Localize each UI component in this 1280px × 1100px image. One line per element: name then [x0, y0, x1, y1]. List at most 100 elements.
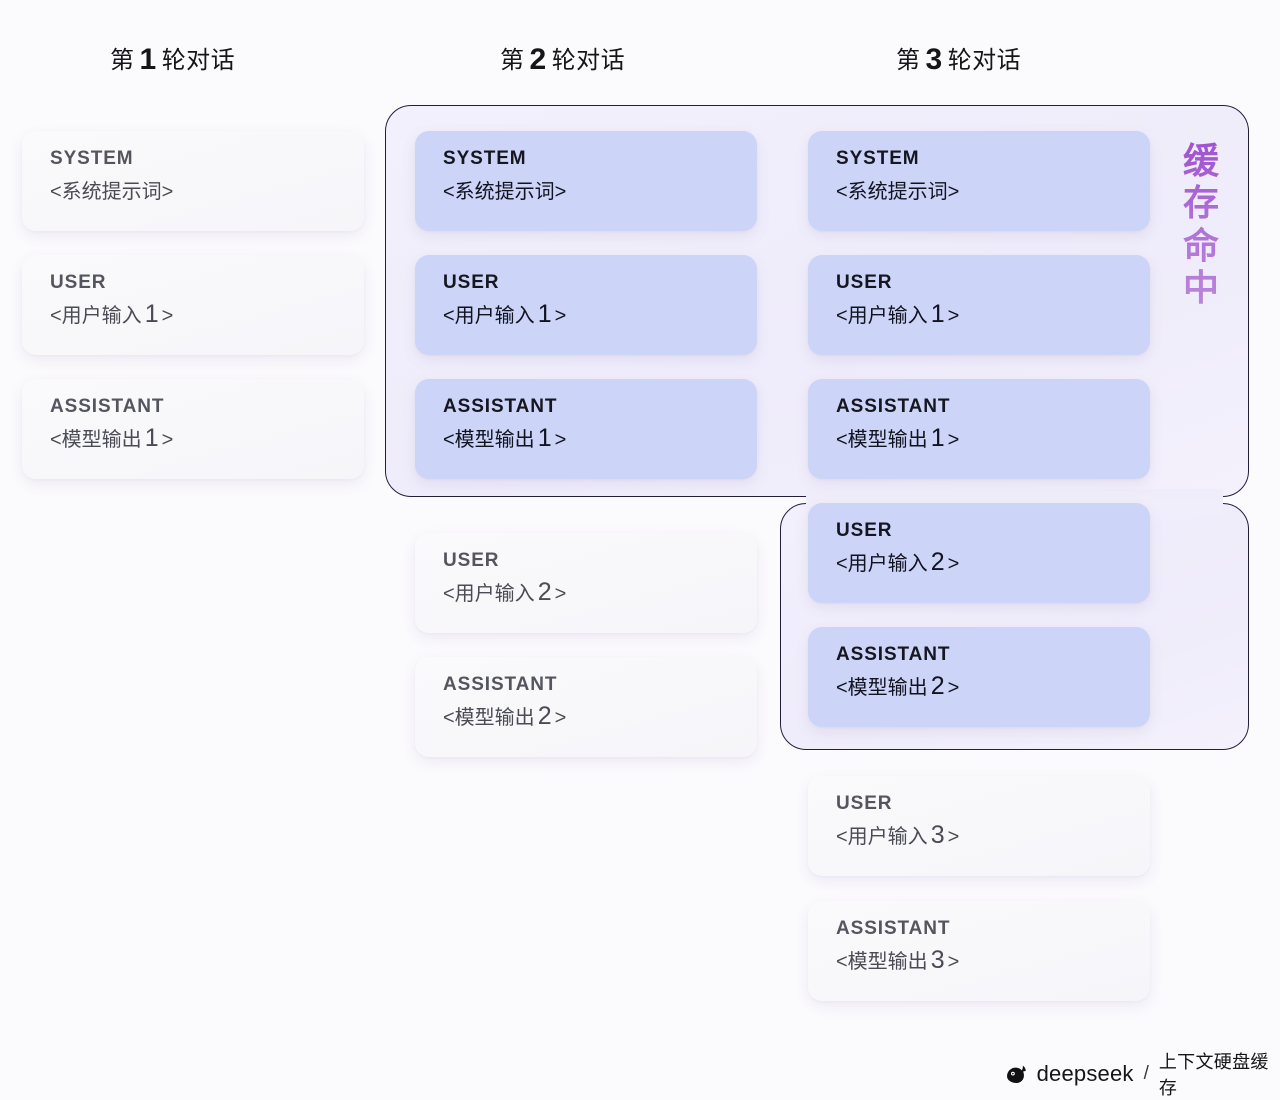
brand-name: deepseek — [1036, 1061, 1134, 1086]
message-role: ASSISTANT — [836, 918, 951, 939]
message-content: <系统提示词> — [443, 174, 757, 208]
footer-brand: deepseek / 上下文硬盘缓存 — [1004, 1048, 1280, 1100]
round-header-3-number: 3 — [925, 43, 943, 76]
message-card-system: SYSTEM <系统提示词> — [22, 131, 364, 231]
brand-separator: / — [1143, 1063, 1149, 1084]
message-role: USER — [836, 793, 893, 814]
message-content-suffix: > — [554, 706, 567, 729]
message-content-suffix: > — [554, 428, 567, 451]
message-content: <系统提示词> — [836, 174, 1150, 208]
message-content: <系统提示词> — [50, 174, 364, 208]
message-content-suffix: > — [161, 304, 174, 327]
round-header-2-suffix: 轮对话 — [551, 47, 626, 74]
brand-tagline: 上下文硬盘缓存 — [1158, 1052, 1269, 1098]
message-content-prefix: <用户输入 — [836, 304, 928, 327]
round-header-2-prefix: 第 — [500, 47, 525, 74]
round-header-3-prefix: 第 — [896, 47, 921, 74]
message-content-number: 1 — [144, 299, 159, 328]
message-content-number: 2 — [537, 701, 552, 730]
message-content-suffix: > — [947, 950, 960, 973]
message-content-number: 3 — [930, 945, 945, 974]
message-content-prefix: <模型输出 — [50, 428, 142, 451]
message-content-prefix: <系统提示词> — [50, 180, 174, 203]
message-content-suffix: > — [947, 552, 960, 575]
whale-icon — [1007, 1065, 1026, 1083]
message-role: ASSISTANT — [836, 396, 951, 417]
message-content-prefix: <模型输出 — [836, 676, 928, 699]
message-content-number: 2 — [930, 671, 945, 700]
message-content-number: 1 — [537, 299, 552, 328]
message-role: SYSTEM — [50, 148, 134, 169]
round-header-1-number: 1 — [139, 43, 157, 76]
message-role: USER — [443, 272, 500, 293]
message-content-suffix: > — [947, 304, 960, 327]
message-content-prefix: <模型输出 — [443, 706, 535, 729]
round-header-3-suffix: 轮对话 — [947, 47, 1022, 74]
message-content-number: 1 — [144, 423, 159, 452]
message-content-suffix: > — [947, 428, 960, 451]
message-content-number — [959, 176, 965, 204]
message-content-suffix: > — [161, 428, 174, 451]
message-content-suffix: > — [554, 582, 567, 605]
message-role: USER — [836, 272, 893, 293]
message-content-number — [566, 176, 572, 204]
message-content-suffix: > — [947, 825, 960, 848]
message-content-prefix: <系统提示词> — [443, 180, 567, 203]
message-content-prefix: <模型输出 — [836, 950, 928, 973]
message-content-number — [173, 176, 179, 204]
message-content-prefix: <模型输出 — [836, 428, 928, 451]
message-role: ASSISTANT — [50, 396, 165, 417]
message-content-number: 2 — [537, 577, 552, 606]
message-content-number: 1 — [537, 423, 552, 452]
round-header-2-number: 2 — [529, 43, 547, 76]
message-content-number: 1 — [930, 423, 945, 452]
message-card-system: SYSTEM <系统提示词> — [415, 131, 757, 231]
message-role: ASSISTANT — [443, 674, 558, 695]
message-content-suffix: > — [554, 304, 567, 327]
message-role: SYSTEM — [836, 148, 920, 169]
message-role: USER — [443, 550, 500, 571]
round-header-1-suffix: 轮对话 — [161, 47, 236, 74]
message-content-prefix: <用户输入 — [836, 825, 928, 848]
message-content-prefix: <模型输出 — [443, 428, 535, 451]
message-content-prefix: <用户输入 — [50, 304, 142, 327]
message-content-prefix: <用户输入 — [836, 552, 928, 575]
message-role: USER — [50, 272, 107, 293]
message-content-number: 2 — [930, 547, 945, 576]
message-content-number: 3 — [930, 820, 945, 849]
message-role: ASSISTANT — [443, 396, 558, 417]
message-content-prefix: <系统提示词> — [836, 180, 960, 203]
message-role: USER — [836, 520, 893, 541]
message-content-prefix: <用户输入 — [443, 304, 535, 327]
message-content-number: 1 — [930, 299, 945, 328]
message-role: ASSISTANT — [836, 644, 951, 665]
message-card-system: SYSTEM <系统提示词> — [808, 131, 1150, 231]
round-header-1-prefix: 第 — [110, 47, 135, 74]
message-content-prefix: <用户输入 — [443, 582, 535, 605]
